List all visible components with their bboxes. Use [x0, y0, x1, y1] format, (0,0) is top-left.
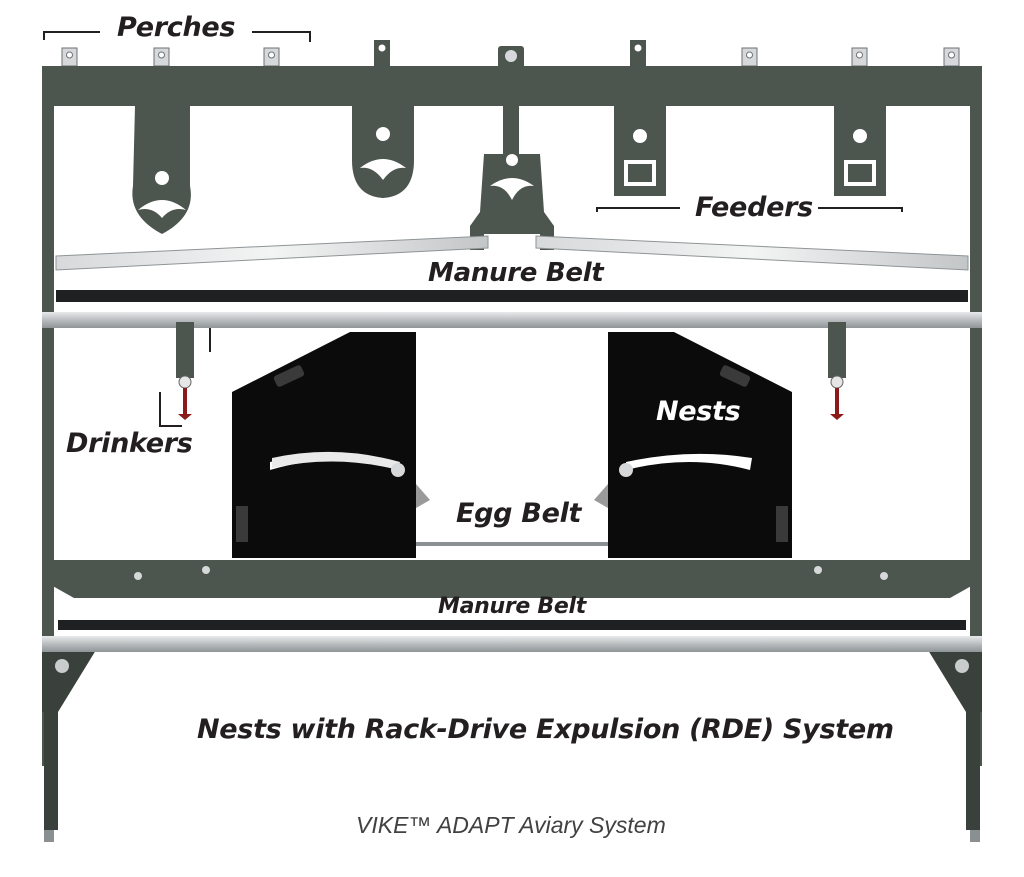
feeder-right	[834, 106, 886, 196]
drinker-right	[828, 322, 846, 420]
hanger-clips	[374, 40, 646, 70]
upper-support-bar	[42, 312, 982, 328]
label-perches: Perches	[117, 12, 236, 43]
center-hanger	[470, 106, 554, 250]
system-caption: VIKE™ ADAPT Aviary System	[356, 812, 666, 838]
label-drinkers: Drinkers	[66, 428, 193, 459]
egg-belt	[416, 542, 608, 546]
top-rail	[42, 66, 982, 106]
nest-left	[232, 332, 430, 558]
nest-right	[594, 332, 792, 558]
legs	[42, 650, 982, 842]
lower-support-bar	[42, 636, 982, 652]
lower-manure-belt	[58, 620, 966, 630]
diagram-title: Nests with Rack-Drive Expulsion (RDE) Sy…	[197, 714, 894, 745]
lower-rail	[42, 560, 982, 598]
vertical-posts	[42, 66, 982, 766]
label-feeders: Feeders	[695, 192, 813, 223]
perch-hanger-left	[132, 106, 191, 234]
label-nests: Nests	[656, 396, 741, 427]
upper-manure-belt-slope	[55, 235, 969, 271]
drinker-left	[176, 322, 194, 420]
label-manure-belt-top: Manure Belt	[428, 258, 604, 288]
upper-manure-belt	[56, 290, 968, 302]
feeder-left	[614, 106, 666, 196]
label-manure-belt-bottom: Manure Belt	[438, 594, 586, 619]
perch-hanger-mid	[352, 106, 414, 198]
label-egg-belt: Egg Belt	[456, 498, 582, 529]
